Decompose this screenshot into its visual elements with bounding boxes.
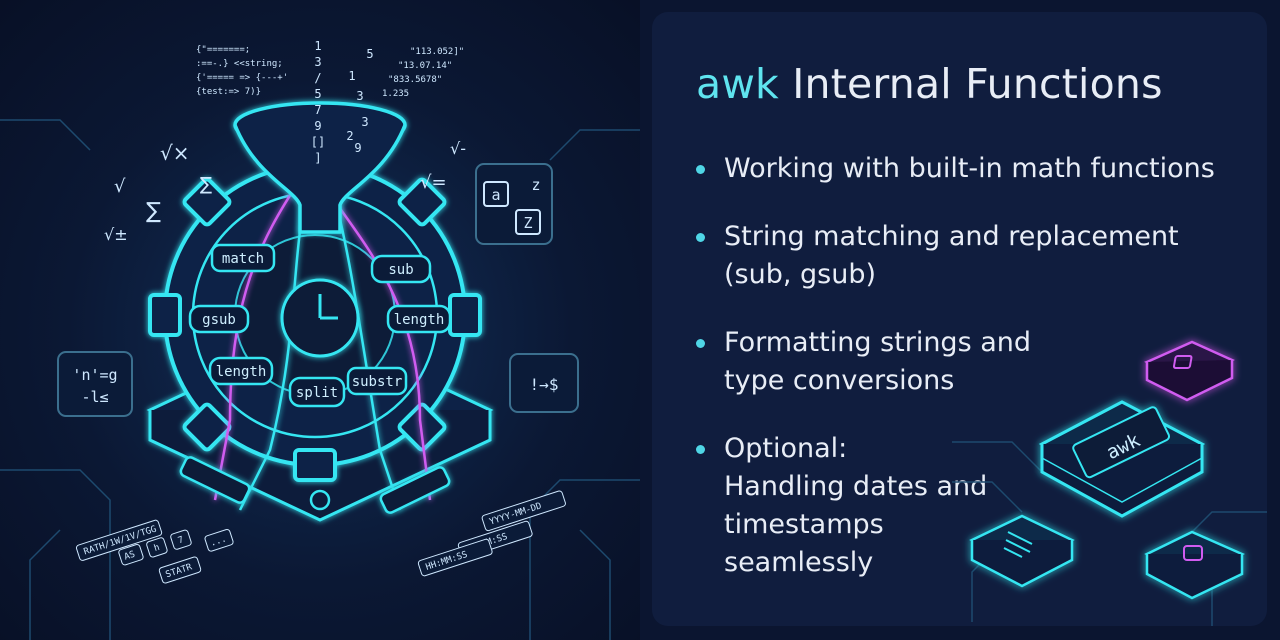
svg-text:!→$: !→$: [530, 375, 559, 394]
conversion-icon: !→$: [509, 353, 579, 413]
svg-text:]: ]: [314, 151, 321, 165]
title-accent: awk: [696, 60, 780, 108]
awk-chip: awk: [1038, 400, 1206, 518]
awk-functions-illustration: match sub gsub length length split subst…: [0, 0, 640, 640]
gear-label-substr: substr: [346, 366, 408, 396]
funnel: [233, 101, 407, 234]
bullet-text: Working with built-in math functions: [724, 153, 1215, 184]
list-chip: [969, 514, 1075, 588]
svg-text:Z: Z: [523, 214, 532, 232]
svg-text:{"=======;: {"=======;: [196, 45, 250, 55]
content-panel: awk Internal Functions Working with buil…: [652, 12, 1267, 626]
svg-text:match: match: [222, 251, 264, 267]
string-swap-icon: a z Z: [475, 163, 553, 245]
svg-text:3: 3: [356, 89, 363, 103]
svg-text:"13.07.14": "13.07.14": [398, 61, 452, 71]
svg-text:{test:=> 7)}: {test:=> 7)}: [196, 87, 261, 97]
svg-text:1: 1: [314, 39, 321, 53]
svg-text:1: 1: [348, 69, 355, 83]
illustration-canvas: match sub gsub length length split subst…: [0, 39, 640, 640]
bullet-formatting: Formatting strings and type conversions: [694, 324, 1234, 400]
svg-text:√=: √=: [420, 172, 447, 193]
svg-text:{'===== => {---+': {'===== => {---+': [196, 73, 288, 83]
svg-text:sub: sub: [388, 262, 413, 278]
svg-text:AS: AS: [123, 550, 136, 563]
bullet-text: Formatting strings and type conversions: [724, 327, 1032, 396]
gear-label-length-right: length: [386, 304, 452, 334]
svg-text:-l≤: -l≤: [81, 388, 108, 406]
svg-text:1.235: 1.235: [382, 89, 409, 99]
svg-text:/: /: [314, 71, 321, 85]
bullet-dot: [696, 445, 705, 454]
svg-text:length: length: [394, 312, 445, 328]
svg-text:a: a: [491, 186, 500, 204]
timer-chip: [1144, 530, 1245, 600]
svg-text:7: 7: [177, 535, 185, 546]
magenta-chip: [1144, 340, 1235, 402]
bullet-dates: Optional: Handling dates and timestamps …: [694, 430, 1234, 582]
svg-text:[]: []: [311, 135, 325, 149]
svg-text:√: √: [114, 176, 126, 197]
svg-text:√±: √±: [104, 225, 128, 244]
svg-text:3: 3: [314, 55, 321, 69]
svg-text::==-.} <<string;: :==-.} <<string;: [196, 59, 283, 69]
code-snippets: {"=======; :==-.} <<string; {'===== => {…: [196, 45, 288, 97]
chip-illustration: awk: [952, 340, 1267, 626]
svg-text:9: 9: [354, 141, 361, 155]
gear-label-split: split: [288, 376, 346, 408]
svg-text:3: 3: [361, 115, 368, 129]
gear-label-sub: sub: [370, 254, 432, 284]
bullet-dot: [696, 165, 705, 174]
svg-text:'n'=g: 'n'=g: [72, 366, 117, 384]
page-title: awk Internal Functions: [696, 60, 1163, 108]
bullet-text: Optional: Handling dates and timestamps …: [724, 433, 988, 578]
bullet-math-functions: Working with built-in math functions: [694, 150, 1234, 188]
svg-text:...: ...: [209, 534, 228, 549]
svg-text:split: split: [296, 385, 338, 401]
bullet-text: String matching and replacement (sub, gs…: [724, 221, 1179, 290]
svg-text:√-: √-: [450, 139, 466, 158]
gear-label-gsub: gsub: [188, 304, 250, 334]
output-ports: [179, 456, 451, 514]
bullet-string-matching: String matching and replacement (sub, gs…: [694, 218, 1234, 294]
math-symbols: √× √ ∑ ∑ √± √= √-: [104, 139, 466, 244]
svg-text:h: h: [153, 543, 161, 554]
number-stream-b: 5 1 3 3 2 9: [346, 47, 373, 155]
number-stream: 1 3 / 5 7 9 [] ]: [311, 39, 325, 165]
svg-text:5: 5: [366, 47, 373, 61]
clock-icon: [280, 278, 360, 358]
svg-text:"113.052]": "113.052]": [410, 47, 464, 57]
svg-text:9: 9: [314, 119, 321, 133]
svg-text:"833.5678": "833.5678": [388, 75, 442, 85]
svg-text:∑: ∑: [146, 199, 161, 224]
bullet-dot: [696, 339, 705, 348]
svg-text:2: 2: [346, 129, 353, 143]
svg-text:∑: ∑: [200, 174, 212, 195]
bullet-list: Working with built-in math functions Str…: [694, 150, 1234, 612]
gear-label-match: match: [210, 243, 276, 273]
title-rest: Internal Functions: [779, 60, 1163, 108]
assignment-icon: 'n'=g -l≤: [57, 351, 133, 417]
svg-text:z: z: [531, 176, 540, 194]
svg-text:5: 5: [314, 87, 321, 101]
svg-text:7: 7: [314, 103, 321, 117]
svg-text:length: length: [216, 364, 267, 380]
svg-text:√×: √×: [160, 141, 190, 165]
gear-label-length-left: length: [208, 356, 274, 386]
quoted-values: "113.052]" "13.07.14" "833.5678" 1.235: [382, 47, 464, 99]
bullet-dot: [696, 233, 705, 242]
svg-text:gsub: gsub: [202, 312, 236, 328]
svg-text:substr: substr: [352, 374, 403, 390]
